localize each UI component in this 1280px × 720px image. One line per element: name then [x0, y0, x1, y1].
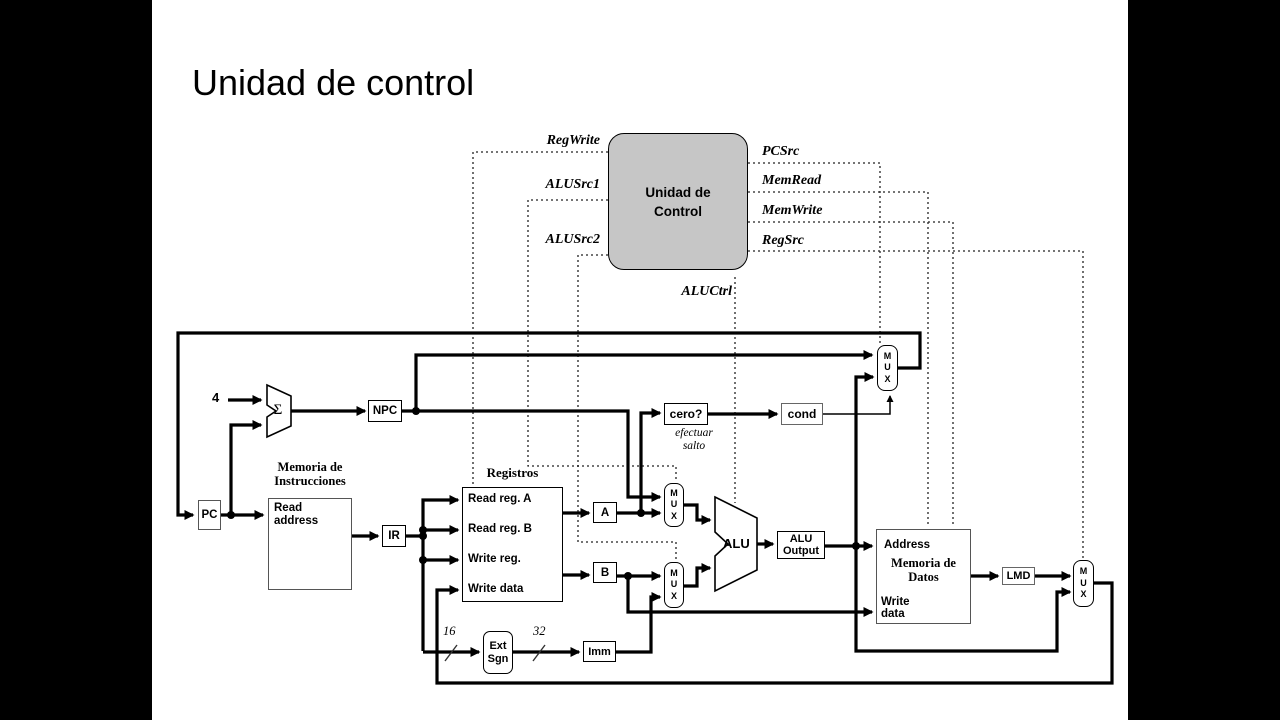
signal-alusrc1: ALUSrc1: [545, 177, 600, 192]
sign-extend-box: Ext Sgn: [483, 631, 513, 674]
data-memory-title: Memoria de Datos: [891, 556, 956, 584]
alu-output-register: ALU Output: [777, 531, 825, 559]
slide-background: [152, 0, 1128, 720]
pc-register: PC: [198, 500, 221, 530]
a-register: A: [593, 502, 617, 523]
write-data-port: Write data: [468, 583, 524, 595]
ir-register: IR: [382, 525, 406, 547]
control-unit-box: Unidad de Control: [608, 133, 748, 270]
instruction-memory-title: Memoria de Instrucciones: [274, 460, 346, 488]
cond-register: cond: [781, 403, 823, 425]
address-port: Address: [884, 539, 931, 551]
mux-alu-src1: M U X: [664, 483, 684, 527]
write-reg-port: Write reg.: [468, 553, 521, 565]
read-reg-a-port: Read reg. A: [468, 493, 532, 505]
read-address-label: Read address: [274, 502, 319, 527]
constant-4-label: 4: [212, 390, 220, 405]
alu-label: ALU: [723, 536, 750, 551]
read-reg-b-port: Read reg. B: [468, 523, 532, 535]
signal-memwrite: MemWrite: [762, 203, 823, 218]
page-title: Unidad de control: [192, 62, 475, 103]
branch-note: efectuar salto: [675, 427, 713, 452]
write-data-mem-port: Write data: [881, 596, 910, 620]
signal-regsrc: RegSrc: [762, 233, 804, 248]
mux-pc-src: M U X: [877, 345, 898, 391]
mux-alu-src2: M U X: [664, 562, 684, 608]
bus-width-32: 32: [533, 624, 546, 638]
lmd-register: LMD: [1002, 567, 1035, 585]
mux-writeback: M U X: [1073, 560, 1094, 607]
signal-pcsrc: PCSrc: [762, 144, 800, 159]
npc-register: NPC: [368, 400, 402, 422]
signal-memread: MemRead: [762, 173, 822, 188]
signal-alusrc2: ALUSrc2: [545, 232, 600, 247]
zero-test-box: cero?: [664, 403, 708, 425]
b-register: B: [593, 562, 617, 583]
signal-aluctrl: ALUCtrl: [681, 284, 732, 299]
signal-regwrite: RegWrite: [546, 133, 600, 148]
registers-title: Registros: [486, 465, 539, 480]
bus-width-16: 16: [443, 624, 456, 638]
imm-register: Imm: [583, 641, 616, 662]
adder-sigma-label: Σ: [273, 402, 283, 418]
